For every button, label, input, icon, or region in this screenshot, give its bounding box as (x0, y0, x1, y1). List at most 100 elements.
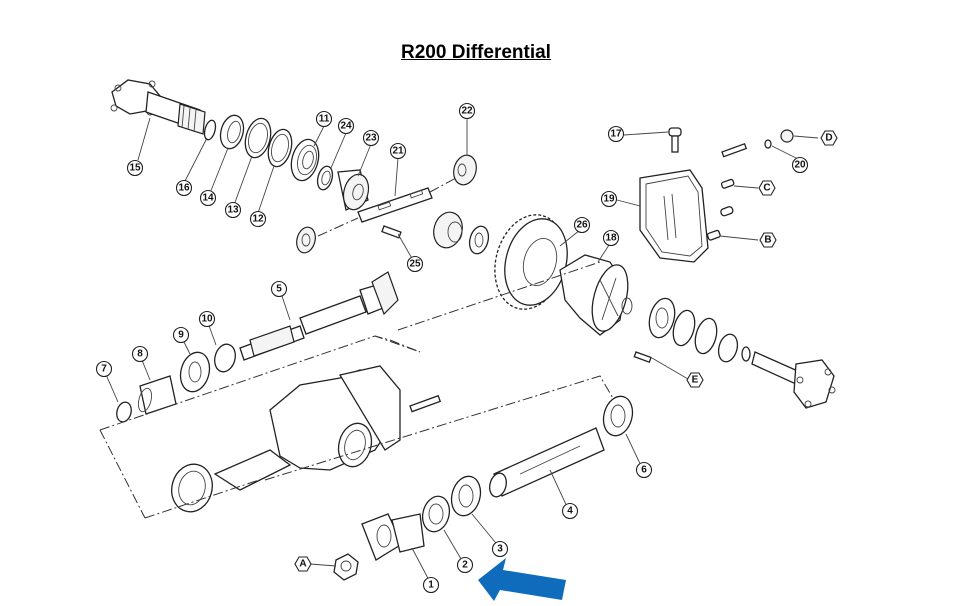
callout-B: B (759, 232, 777, 248)
part-side-gear-right (433, 211, 463, 249)
svg-text:6: 6 (641, 465, 647, 476)
callout-11: 11 (315, 110, 333, 128)
svg-text:22: 22 (461, 106, 473, 117)
svg-text:A: A (299, 559, 306, 570)
callout-3: 3 (491, 540, 509, 558)
svg-text:13: 13 (227, 205, 239, 216)
part-12-shim (267, 128, 293, 168)
callout-E: E (686, 372, 704, 388)
part-9-bearing (179, 351, 211, 393)
svg-text:9: 9 (178, 330, 184, 341)
svg-text:11: 11 (319, 114, 330, 125)
part-14-oil-seal (219, 114, 245, 150)
svg-text:1: 1 (428, 580, 434, 591)
svg-text:4: 4 (567, 506, 573, 517)
part-1-companion-flange (361, 513, 425, 561)
svg-text:25: 25 (409, 259, 421, 270)
part-B-plug (706, 229, 721, 241)
part-10-shim (214, 343, 236, 373)
part-8-pinion-spacer (137, 375, 177, 415)
svg-text:12: 12 (252, 214, 264, 225)
part-19-rear-cover (639, 169, 709, 263)
callout-20: 20 (791, 156, 809, 174)
part-stud (721, 142, 748, 158)
part-shim-right-1 (672, 309, 696, 347)
callout-18: 18 (602, 229, 620, 247)
svg-text:17: 17 (610, 129, 622, 140)
part-A-pinion-nut (333, 553, 359, 581)
svg-text:16: 16 (178, 183, 190, 194)
callout-4: 4 (561, 502, 579, 520)
part-shim-right-2 (694, 317, 718, 355)
callout-C: C (758, 180, 776, 196)
svg-text:B: B (764, 235, 771, 246)
part-differential-side-bearing (648, 297, 676, 339)
part-4-collapsible-spacer (489, 427, 605, 498)
svg-text:23: 23 (365, 133, 377, 144)
dash-box-right-upper (374, 335, 421, 353)
dash-box-lower-line (264, 375, 615, 481)
callout-10: 10 (198, 310, 216, 328)
part-lower-pinion-mate-gear (296, 226, 316, 254)
callout-23: 23 (362, 129, 380, 147)
part-21-pinion-mate-shaft (357, 187, 433, 223)
part-E-bolt (633, 351, 652, 364)
part-housing-bolt (409, 394, 442, 413)
callout-2: 2 (456, 556, 474, 574)
svg-text:15: 15 (129, 163, 141, 174)
leader-lines (103, 117, 819, 585)
part-D-nut (780, 129, 794, 143)
svg-text:E: E (692, 375, 699, 386)
part-11-side-bearing (290, 138, 320, 182)
callout-21: 21 (389, 142, 407, 160)
callout-8: 8 (131, 345, 149, 363)
part-15-side-flange (110, 79, 206, 135)
callout-12: 12 (249, 210, 267, 228)
part-plug-middle (720, 206, 734, 217)
callout-26: 26 (573, 216, 591, 234)
callout-7: 7 (95, 360, 113, 378)
part-C-plug (720, 178, 735, 189)
part-7-washer (116, 401, 132, 423)
part-2-oil-seal (421, 495, 451, 533)
part-16-circlip (203, 119, 217, 141)
callout-A: A (294, 556, 312, 572)
callout-15: 15 (126, 159, 144, 177)
callout-24: 24 (337, 117, 355, 135)
dash-box-lower-left (144, 477, 266, 519)
svg-text:20: 20 (794, 160, 806, 171)
part-side-flange-right (751, 351, 836, 409)
svg-text:19: 19 (603, 194, 615, 205)
callout-13: 13 (224, 201, 242, 219)
svg-text:24: 24 (340, 121, 352, 132)
svg-text:8: 8 (137, 349, 143, 360)
diagram-title: R200 Differential (401, 42, 551, 63)
part-24-thrust-washer (316, 165, 334, 191)
svg-text:D: D (825, 133, 832, 144)
part-5-drive-pinion (239, 271, 399, 361)
part-22-pinion-mate-gear (453, 154, 477, 186)
part-side-gear-washer (468, 225, 490, 255)
part-13-shim (244, 117, 272, 159)
callout-D: D (820, 130, 838, 146)
part-6-rear-pinion-bearing (602, 395, 634, 437)
part-3-front-pinion-bearing (450, 475, 482, 517)
part-circlip-right (741, 346, 751, 362)
callout-22: 22 (458, 102, 476, 120)
callout-14: 14 (199, 189, 217, 207)
svg-text:21: 21 (392, 146, 404, 157)
svg-text:5: 5 (276, 284, 282, 295)
part-oil-seal-right (717, 333, 739, 363)
callout-1: 1 (422, 576, 440, 594)
svg-text:C: C (763, 183, 770, 194)
part-carrier-housing (171, 365, 401, 513)
callout-17: 17 (607, 125, 625, 143)
callout-6: 6 (635, 461, 653, 479)
svg-text:18: 18 (605, 233, 617, 244)
svg-text:7: 7 (101, 364, 107, 375)
highlight-arrow (478, 558, 566, 601)
callout-9: 9 (172, 326, 190, 344)
callout-5: 5 (270, 280, 288, 298)
part-26-ring-gear (494, 214, 568, 310)
